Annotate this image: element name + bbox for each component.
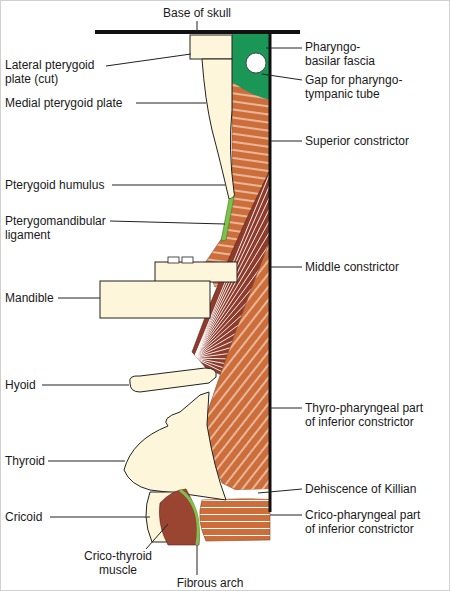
hyoid-bone	[130, 368, 217, 392]
mandible-alveolar	[155, 262, 237, 282]
part-label: Pterygomandibular ligament	[5, 214, 113, 242]
lateral-pterygoid-plate	[190, 35, 232, 59]
leader-line	[42, 385, 129, 386]
part-label: Crico-thyroid muscle	[78, 549, 158, 577]
part-label: Dehiscence of Killian	[305, 482, 445, 496]
tooth	[182, 257, 193, 263]
leader-line	[270, 141, 302, 142]
leader-line	[136, 103, 206, 104]
fibrous-arch	[180, 490, 198, 545]
mandible	[100, 281, 210, 318]
leader-line	[146, 524, 168, 549]
leader-line	[258, 489, 302, 493]
part-label: Pharyngo- basilar fascia	[305, 40, 387, 68]
pterygomandibular-ligament	[221, 197, 234, 241]
leader-line	[48, 461, 125, 462]
part-label: Base of skull	[147, 6, 247, 20]
part-label: Thyro-pharyngeal part of inferior constr…	[305, 401, 430, 429]
thyroid-cartilage	[124, 392, 226, 500]
part-label: Superior constrictor	[305, 134, 445, 148]
medial-pterygoid-plate	[202, 59, 234, 199]
part-label: Medial pterygoid plate	[5, 96, 145, 110]
part-label: Lateral pterygoid plate (cut)	[5, 58, 105, 86]
cricopharyngeus	[200, 498, 270, 541]
leader-line	[50, 517, 150, 518]
part-label: Middle constrictor	[305, 260, 445, 274]
part-label: Gap for pharyngo- tympanic tube	[305, 73, 410, 101]
part-label: Hyoid	[5, 378, 65, 392]
tooth	[168, 257, 179, 263]
leader-line	[262, 74, 302, 80]
part-label: Pterygoid humulus	[5, 178, 115, 192]
leader-line	[270, 267, 302, 268]
leader-line	[112, 185, 225, 186]
part-label: Cricoid	[5, 510, 65, 524]
tube-gap	[246, 53, 266, 73]
part-label: Thyroid	[5, 454, 65, 468]
leader-line	[110, 221, 225, 224]
leader-line	[58, 298, 100, 299]
leader-line	[266, 48, 302, 49]
part-label: Mandible	[5, 291, 65, 305]
part-label: Crico-pharyngeal part of inferior constr…	[305, 508, 430, 536]
leader-line	[197, 21, 198, 31]
killian-dehiscence	[234, 489, 270, 499]
leader-line	[106, 54, 191, 66]
leader-line	[270, 408, 302, 409]
part-label: Fibrous arch	[160, 576, 260, 590]
pharyngobasilar-fascia	[232, 34, 270, 100]
leader-line	[270, 515, 302, 516]
pharyngeal-raphe	[269, 32, 272, 512]
leader-line	[197, 545, 198, 575]
cricothyroid-muscle	[159, 489, 199, 545]
